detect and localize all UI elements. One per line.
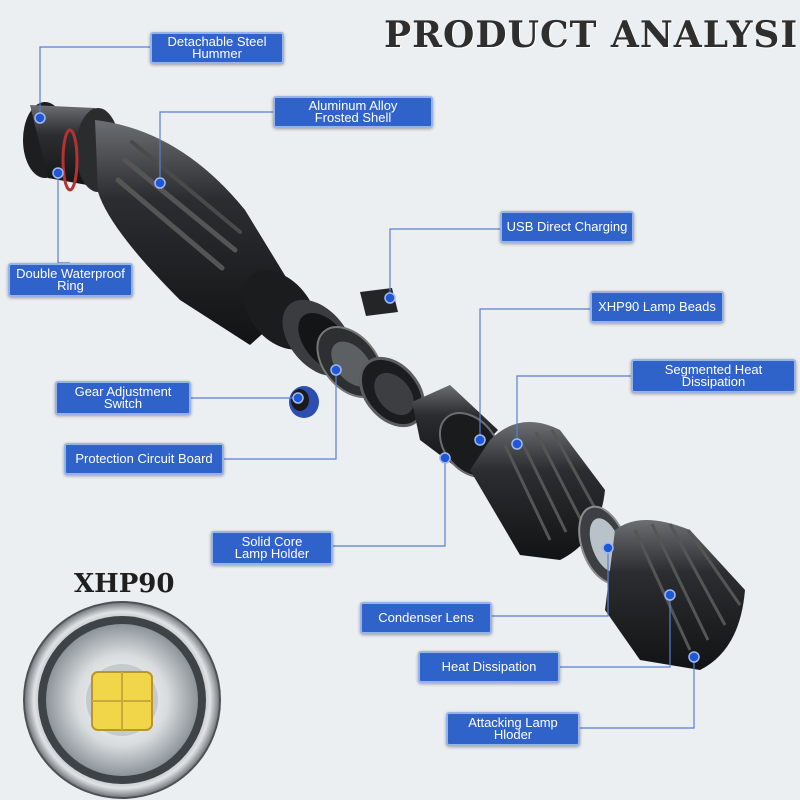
leader-line-detachable-steel-hummer xyxy=(39,46,150,118)
leader-line-condenser-lens xyxy=(492,548,609,617)
label-detachable-steel-hummer: Detachable Steel Hummer xyxy=(150,32,284,64)
anchor-dot-detachable-steel-hummer xyxy=(34,112,46,124)
leader-line-aluminum-alloy-frosted-shell xyxy=(159,111,273,183)
leader-line-heat-dissipation xyxy=(560,595,671,668)
label-heat-dissipation: Heat Dissipation xyxy=(418,651,560,683)
page-title: PRODUCT ANALYSIS xyxy=(384,14,800,56)
label-segmented-heat-dissipation: Segmented Heat Dissipation xyxy=(631,359,796,393)
leader-line-solid-core-lamp-holder xyxy=(333,458,446,547)
anchor-dot-usb-direct-charging xyxy=(384,292,396,304)
label-xhp90-lamp-beads: XHP90 Lamp Beads xyxy=(590,291,724,323)
anchor-dot-solid-core-lamp-holder xyxy=(439,452,451,464)
leader-line-protection-circuit-board xyxy=(224,370,337,460)
waterproof-ring-shape xyxy=(61,128,79,192)
leader-line-segmented-heat-dissipation xyxy=(516,375,631,444)
anchor-dot-gear-adjustment-switch xyxy=(292,392,304,404)
label-aluminum-alloy-frosted-shell: Aluminum Alloy Frosted Shell xyxy=(273,96,433,128)
leader-line-xhp90-lamp-beads xyxy=(479,308,590,440)
anchor-dot-xhp90-lamp-beads xyxy=(474,434,486,446)
anchor-dot-segmented-heat-dissipation xyxy=(511,438,523,450)
leader-line-attacking-lamp-holder xyxy=(580,657,695,729)
anchor-dot-protection-circuit-board xyxy=(330,364,342,376)
label-gear-adjustment-switch: Gear Adjustment Switch xyxy=(55,381,191,415)
label-usb-direct-charging: USB Direct Charging xyxy=(500,211,634,243)
gear-switch-part xyxy=(289,386,319,418)
anchor-dot-aluminum-alloy-frosted-shell xyxy=(154,177,166,189)
model-label: XHP90 xyxy=(74,569,175,599)
anchor-dot-double-waterproof-ring xyxy=(52,167,64,179)
label-condenser-lens: Condenser Lens xyxy=(360,602,492,634)
label-solid-core-lamp-holder: Solid Core Lamp Holder xyxy=(211,531,333,565)
body-tube xyxy=(95,120,354,377)
anchor-dot-condenser-lens xyxy=(602,542,614,554)
leader-lines xyxy=(34,46,700,729)
label-protection-circuit-board: Protection Circuit Board xyxy=(64,443,224,475)
label-double-waterproof-ring: Double Waterproof Ring xyxy=(8,263,133,297)
heat-sink-part xyxy=(470,422,605,560)
label-attacking-lamp-holder: Attacking Lamp Hloder xyxy=(446,712,580,746)
anchor-dot-heat-dissipation xyxy=(664,589,676,601)
leader-line-usb-direct-charging xyxy=(389,228,500,298)
xhp90-front-view xyxy=(23,601,221,799)
anchor-dot-attacking-lamp-holder xyxy=(688,651,700,663)
